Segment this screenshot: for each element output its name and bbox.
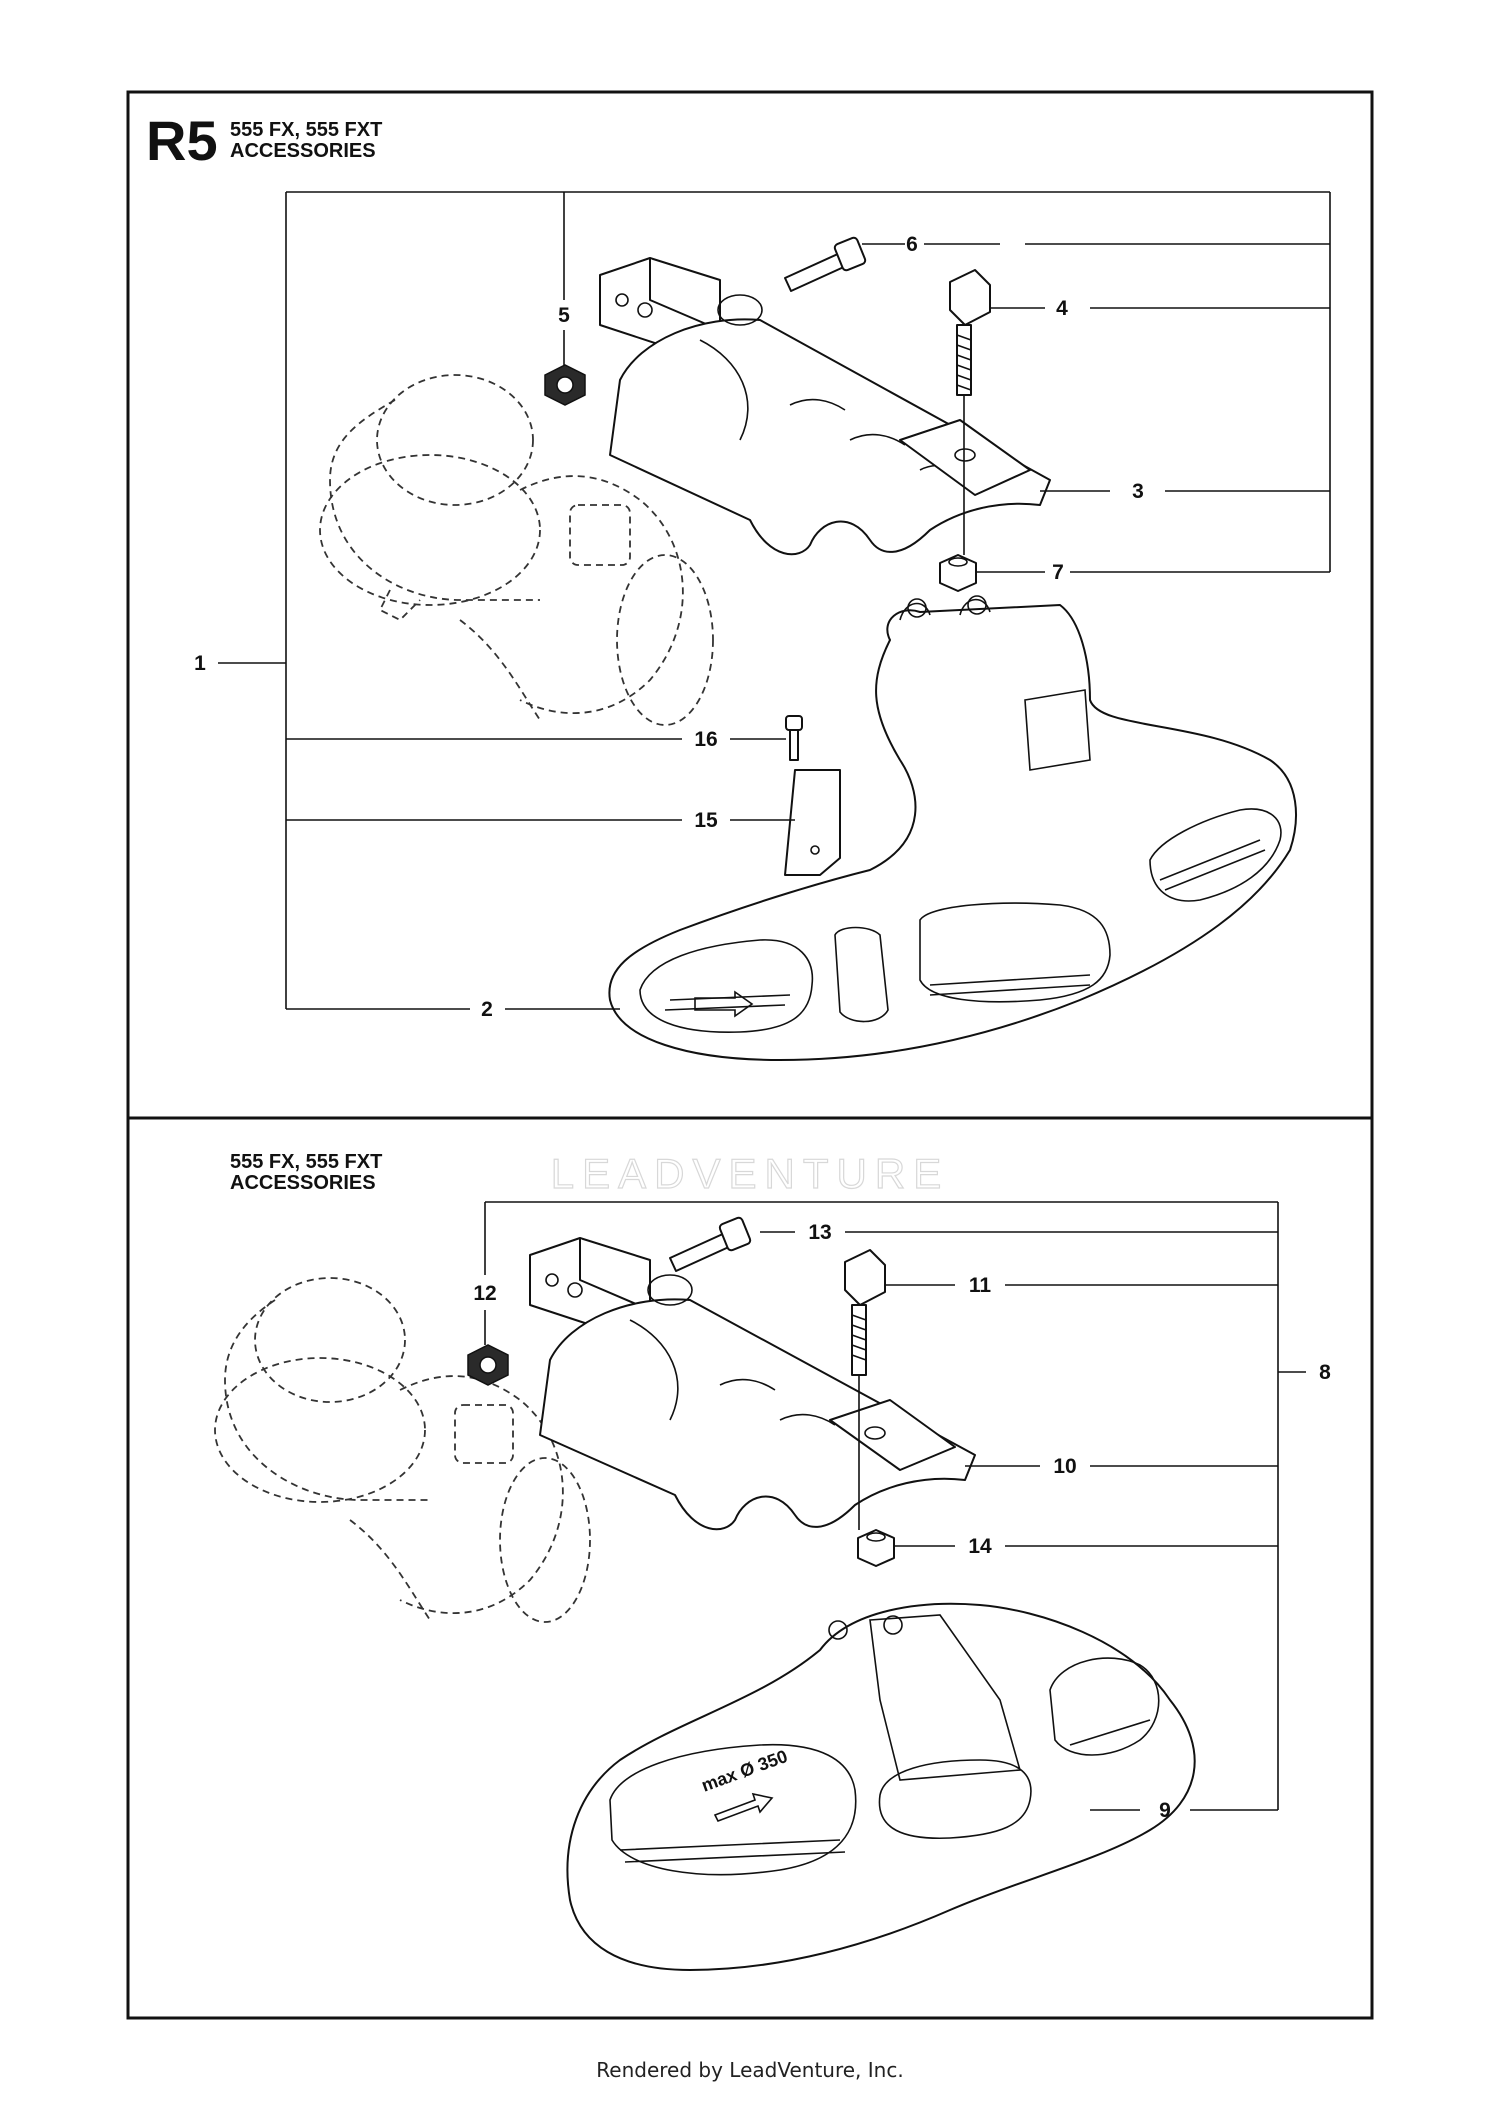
engine-outline-top [319,374,714,726]
callout-9: 9 [1159,1799,1171,1822]
callout-7: 7 [1052,561,1064,584]
callout-11: 11 [969,1274,992,1297]
engine-outline-bottom [214,1277,591,1623]
panel-bottom-frame [126,1116,1374,2020]
section-line: ACCESSORIES [230,140,376,162]
callout-8: 8 [1319,1361,1331,1384]
nut-5 [544,364,586,406]
screw-16 [785,715,803,761]
bolt-6 [784,236,867,292]
knob-screw-4 [949,269,991,396]
grass-guard-top [608,595,1297,1061]
callout-13: 13 [808,1221,831,1244]
callout-15: 15 [694,809,718,832]
nut-12 [467,1344,509,1386]
lower-model-line: 555 FX, 555 FXT [230,1151,382,1173]
callout-3: 3 [1132,480,1144,503]
tube-holder-bottom [539,1274,976,1531]
footer-credit: Rendered by LeadVenture, Inc. [596,2058,904,2082]
bolt-13 [669,1216,752,1272]
callout-5: 5 [558,304,570,327]
model-line: 555 FX, 555 FXT [230,119,382,141]
knob-screw-11 [844,1249,886,1376]
leader-lines-bottom [484,1201,1306,1811]
plate-15 [784,769,841,876]
callout-12: 12 [473,1282,496,1305]
nut-14 [857,1529,895,1567]
callout-2: 2 [481,998,493,1021]
callout-4: 4 [1056,297,1068,320]
clamp-bracket-top [599,257,721,349]
tube-holder-top [609,294,1051,556]
callout-16: 16 [694,728,717,751]
watermark: LEADVENTURE [551,1150,949,1197]
grass-guard-bottom [566,1602,1196,1971]
nut-7 [939,554,977,592]
lower-section-line: ACCESSORIES [230,1172,376,1194]
page-code: R5 [146,109,218,172]
callout-6: 6 [906,233,918,256]
callout-1: 1 [194,652,206,675]
callout-14: 14 [968,1535,992,1558]
leader-lines-top [218,191,1331,1010]
callout-10: 10 [1053,1455,1076,1478]
